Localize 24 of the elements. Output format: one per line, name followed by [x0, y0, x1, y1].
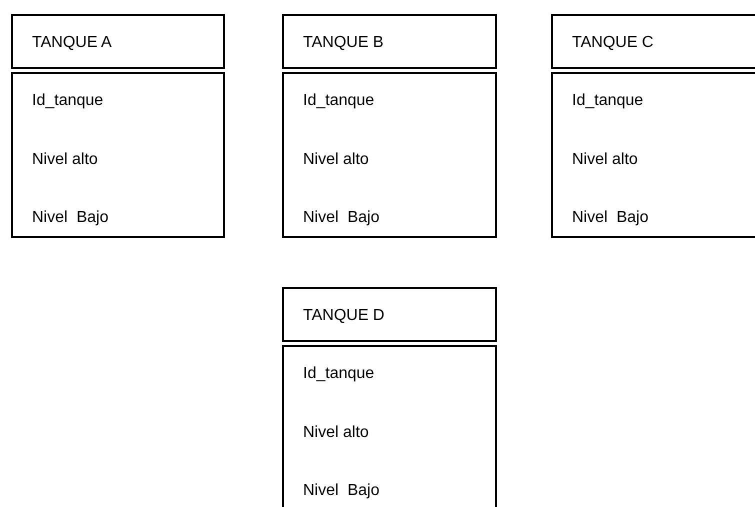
table-body [551, 72, 755, 238]
field-label: Id_tanque [572, 91, 644, 111]
table-title: TANQUE A [32, 33, 112, 53]
table-body [282, 72, 497, 238]
table-title: TANQUE C [572, 33, 654, 53]
table-title: TANQUE D [303, 306, 384, 326]
table-body [282, 345, 497, 507]
table-header [282, 287, 497, 342]
field-label: Nivel Bajo [303, 481, 380, 501]
field-label: Id_tanque [32, 91, 104, 111]
field-label: Nivel alto [572, 150, 638, 170]
table-title: TANQUE B [303, 33, 384, 53]
field-label: Id_tanque [303, 91, 374, 111]
table-body [11, 72, 225, 238]
field-label: Nivel Bajo [32, 208, 108, 228]
field-label: Nivel alto [303, 150, 369, 170]
field-label: Nivel Bajo [303, 208, 380, 228]
table-header [282, 14, 497, 69]
field-label: Nivel alto [303, 422, 369, 442]
table-header [551, 14, 755, 69]
field-label: Id_tanque [303, 364, 374, 384]
field-label: Nivel alto [32, 150, 98, 170]
field-label: Nivel Bajo [572, 208, 648, 228]
table-header [11, 14, 225, 69]
